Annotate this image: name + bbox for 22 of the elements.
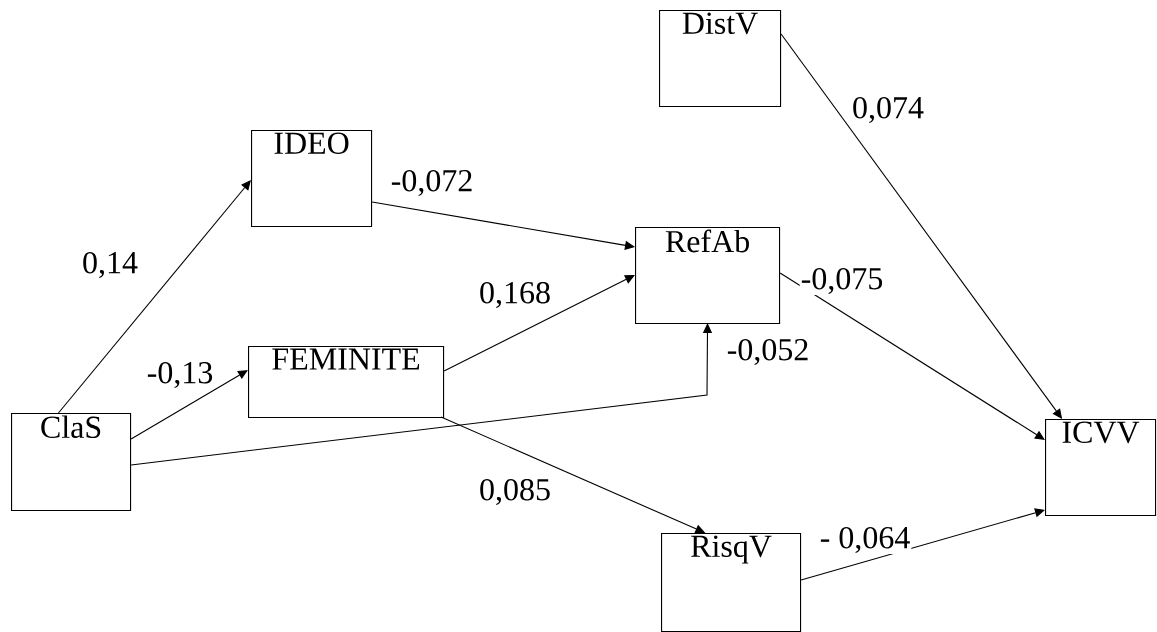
arrow <box>57 180 251 414</box>
arrow <box>371 201 635 250</box>
variable-box: RisqV <box>661 533 802 632</box>
variable-box: FEMINITE <box>248 346 445 419</box>
variable-box: ClaS <box>11 413 132 512</box>
edge-label: -0,072 <box>389 168 475 198</box>
edge-label: 0,074 <box>851 95 925 125</box>
arrow <box>130 370 248 440</box>
edge-label: 0,085 <box>478 477 552 507</box>
arrow <box>443 275 635 372</box>
edge-label: 0,168 <box>478 280 552 310</box>
edge-label: -0,075 <box>799 266 885 296</box>
arrow <box>779 272 1045 440</box>
variable-box: RefAb <box>635 227 781 325</box>
edge-label: 0,14 <box>81 250 139 280</box>
arrow <box>800 508 1045 581</box>
edge-label: -0,052 <box>725 337 811 367</box>
edge-label: -0,13 <box>145 360 215 390</box>
variable-box: ICVV <box>1045 419 1157 517</box>
edge-label: - 0,064 <box>818 525 912 555</box>
variable-box: DistV <box>659 10 782 108</box>
variable-box: IDEO <box>251 130 373 228</box>
